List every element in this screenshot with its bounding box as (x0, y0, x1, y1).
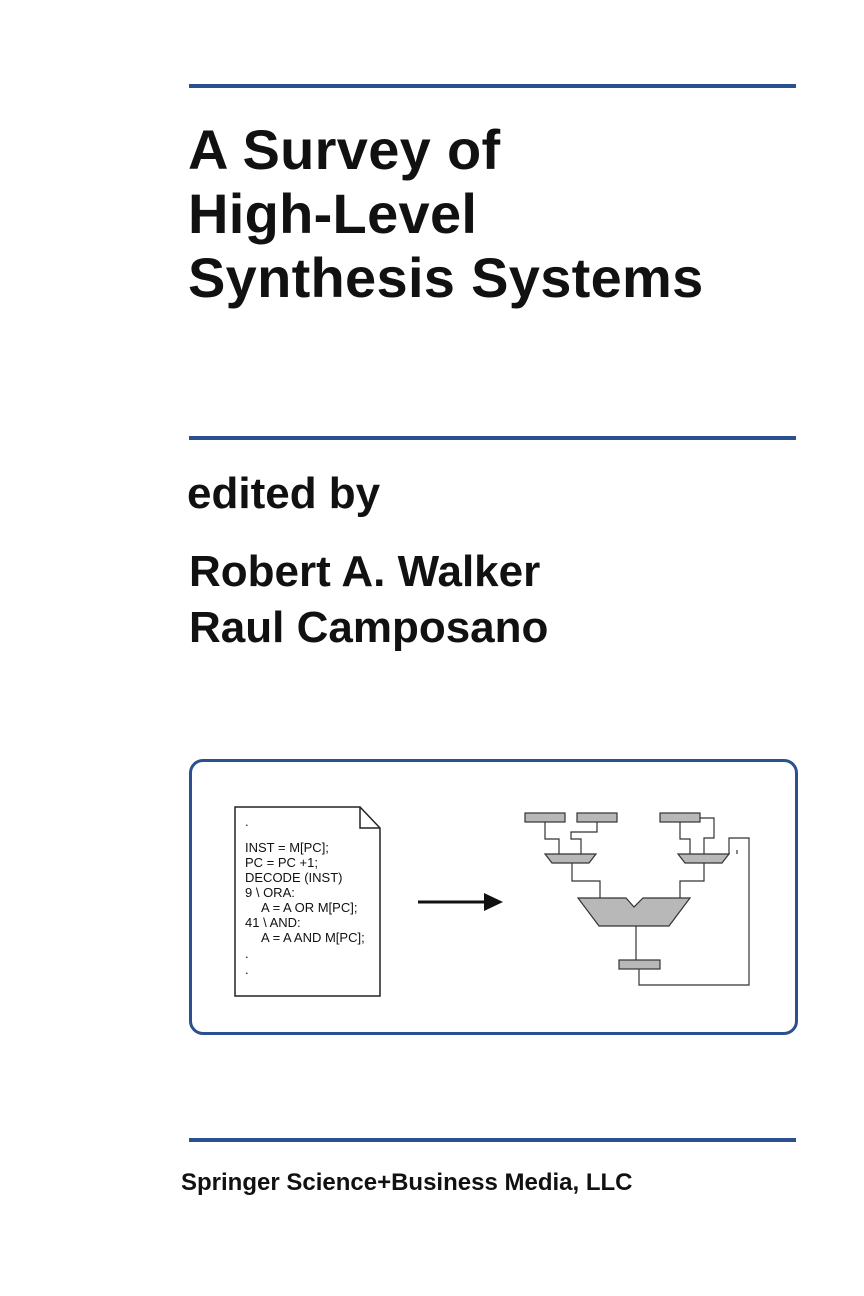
edited-by-label: edited by (187, 469, 381, 518)
code-line: 41 \ AND: (245, 915, 301, 930)
title-line: High-Level (188, 182, 478, 245)
code-line: A = A AND M[PC]; (261, 930, 365, 945)
editor-name: Raul Camposano (189, 603, 549, 652)
arrow-right-icon (418, 893, 503, 911)
title-line: A Survey of (188, 118, 501, 181)
alu-block (576, 897, 692, 927)
code-line: PC = PC +1; (245, 855, 318, 870)
code-line: INST = M[PC]; (245, 840, 329, 855)
code-line: DECODE (INST) (245, 870, 343, 885)
bottom-rule (189, 1138, 796, 1142)
illustration-frame: . INST = M[PC]; PC = PC +1; DECODE (INST… (189, 759, 798, 1035)
register-block (576, 812, 618, 823)
datapath-diagram (524, 812, 731, 970)
book-title: A Survey of High-Level Synthesis Systems (188, 118, 704, 310)
editor-names: Robert A. Walker Raul Camposano (189, 544, 548, 656)
register-block (618, 959, 661, 970)
code-line: A = A OR M[PC]; (261, 900, 357, 915)
folded-corner (359, 807, 380, 829)
title-line: Synthesis Systems (188, 246, 704, 309)
code-line: 9 \ ORA: (245, 885, 295, 900)
publisher-name: Springer Science+Business Media, LLC (181, 1169, 633, 1196)
mux-block (543, 853, 598, 864)
datapath-wires (544, 817, 750, 986)
code-line: . (245, 946, 249, 961)
register-block (524, 812, 566, 823)
code-document-icon (234, 806, 381, 997)
mux-block (676, 853, 731, 864)
register-block (659, 812, 701, 823)
code-line: . (245, 814, 249, 829)
top-rule (189, 84, 796, 88)
synthesis-illustration: . INST = M[PC]; PC = PC +1; DECODE (INST… (234, 806, 750, 997)
editor-name: Robert A. Walker (189, 547, 541, 596)
middle-rule (189, 436, 796, 440)
code-line: . (245, 962, 249, 977)
